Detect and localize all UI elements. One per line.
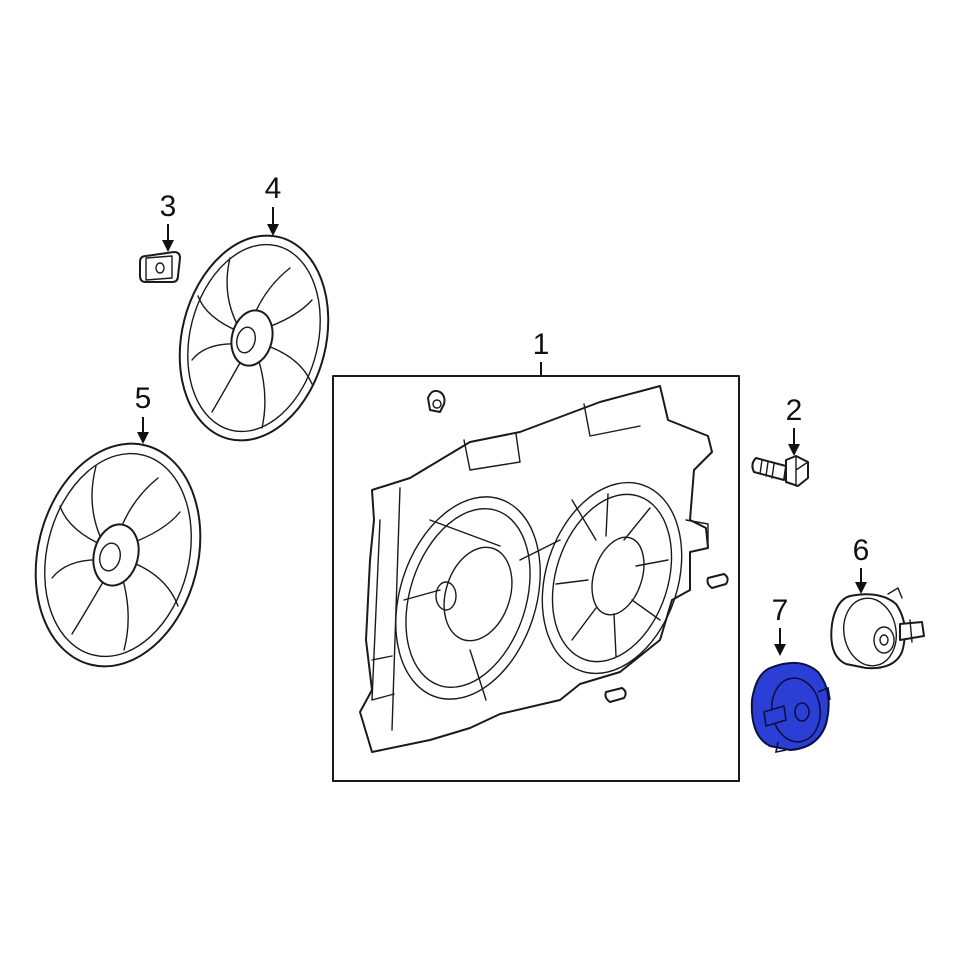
callout-label-4: 4 — [265, 172, 282, 205]
part-6-motor[interactable]: 6 — [830, 534, 925, 670]
callout-label-1: 1 — [533, 328, 550, 361]
callout-label-3: 3 — [160, 190, 177, 223]
callout-label-6: 6 — [853, 534, 870, 567]
callout-label-5: 5 — [135, 382, 152, 415]
part-7-motor-highlighted[interactable]: 7 — [750, 594, 831, 754]
callout-label-7: 7 — [772, 594, 789, 627]
callout-label-2: 2 — [786, 394, 803, 427]
part-3-grommet[interactable]: 3 — [139, 190, 181, 283]
part-2-bolt[interactable]: 2 — [751, 394, 809, 487]
part-4-fan[interactable]: 4 — [159, 172, 349, 456]
assembly-frame — [332, 375, 740, 782]
part-5-fan[interactable]: 5 — [13, 382, 223, 684]
part-1-shroud-assembly[interactable]: 1 — [332, 328, 740, 782]
